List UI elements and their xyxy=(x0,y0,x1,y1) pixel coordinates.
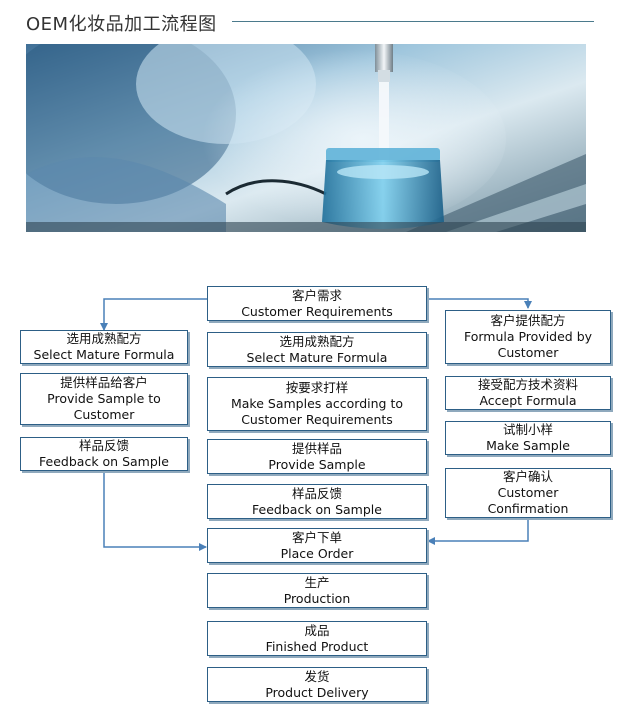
step-zh: 选用成熟配方 xyxy=(66,331,142,346)
step-en: Make Sample xyxy=(486,438,570,453)
step-en: Provide Sample to Customer xyxy=(47,391,161,422)
step-en: Production xyxy=(283,590,351,606)
step-zh: 接受配方技术资料 xyxy=(477,377,578,392)
arrow-left-to-order xyxy=(103,471,207,551)
step-production: 生产 Production xyxy=(207,573,427,608)
step-en: Place Order xyxy=(280,545,354,561)
step-zh: 发货 xyxy=(304,668,330,684)
step-en: Customer Confirmation xyxy=(487,485,569,516)
step-zh: 客户需求 xyxy=(291,287,342,303)
step-en: Product Delivery xyxy=(265,684,369,700)
step-select-mature-formula: 选用成熟配方 Select Mature Formula xyxy=(207,332,427,367)
step-en: Make Samples according to Customer Requi… xyxy=(230,396,403,427)
right-step-customer-confirmation: 客户确认 Customer Confirmation xyxy=(445,468,611,518)
step-place-order: 客户下单 Place Order xyxy=(207,528,427,563)
step-en: Feedback on Sample xyxy=(252,501,382,517)
step-customer-requirements: 客户需求 Customer Requirements xyxy=(207,286,427,321)
left-step-feedback-on-sample: 样品反馈 Feedback on Sample xyxy=(20,437,188,471)
step-zh: 客户提供配方 xyxy=(490,313,566,328)
step-make-samples: 按要求打样 Make Samples according to Customer… xyxy=(207,377,427,431)
step-provide-sample: 提供样品 Provide Sample xyxy=(207,439,427,474)
arrow-right-to-order xyxy=(427,518,529,545)
step-finished-product: 成品 Finished Product xyxy=(207,621,427,656)
step-feedback-on-sample: 样品反馈 Feedback on Sample xyxy=(207,484,427,519)
page-title: OEM化妆品加工流程图 xyxy=(26,14,217,35)
left-step-provide-sample: 提供样品给客户 Provide Sample to Customer xyxy=(20,373,188,425)
arrow-to-left-branch xyxy=(100,298,207,331)
step-en: Customer Requirements xyxy=(241,303,393,319)
right-step-formula-provided: 客户提供配方 Formula Provided by Customer xyxy=(445,310,611,364)
step-en: Select Mature Formula xyxy=(33,347,175,362)
step-zh: 成品 xyxy=(304,622,330,638)
step-product-delivery: 发货 Product Delivery xyxy=(207,667,427,702)
right-step-accept-formula: 接受配方技术资料 Accept Formula xyxy=(445,376,611,410)
arrow-to-right-branch xyxy=(427,298,532,309)
hero-image xyxy=(26,44,586,232)
step-en: Provide Sample xyxy=(268,456,366,472)
step-zh: 提供样品 xyxy=(291,440,342,456)
step-zh: 按要求打样 xyxy=(285,380,349,395)
left-step-select-mature-formula: 选用成熟配方 Select Mature Formula xyxy=(20,330,188,364)
cosmetic-bottle-filling-photo xyxy=(26,44,586,232)
step-zh: 提供样品给客户 xyxy=(60,375,148,390)
step-en: Select Mature Formula xyxy=(246,349,388,365)
step-en: Feedback on Sample xyxy=(39,454,169,469)
step-zh: 样品反馈 xyxy=(78,438,129,453)
step-en: Formula Provided by Customer xyxy=(463,329,593,360)
step-zh: 选用成熟配方 xyxy=(279,333,355,349)
step-zh: 样品反馈 xyxy=(291,485,342,501)
right-step-make-sample: 试制小样 Make Sample xyxy=(445,421,611,455)
step-zh: 客户确认 xyxy=(502,469,553,484)
step-zh: 试制小样 xyxy=(502,422,553,437)
step-en: Finished Product xyxy=(265,638,369,654)
step-zh: 客户下单 xyxy=(291,529,342,545)
step-zh: 生产 xyxy=(304,574,330,590)
title-divider xyxy=(232,21,594,22)
step-en: Accept Formula xyxy=(479,393,577,408)
